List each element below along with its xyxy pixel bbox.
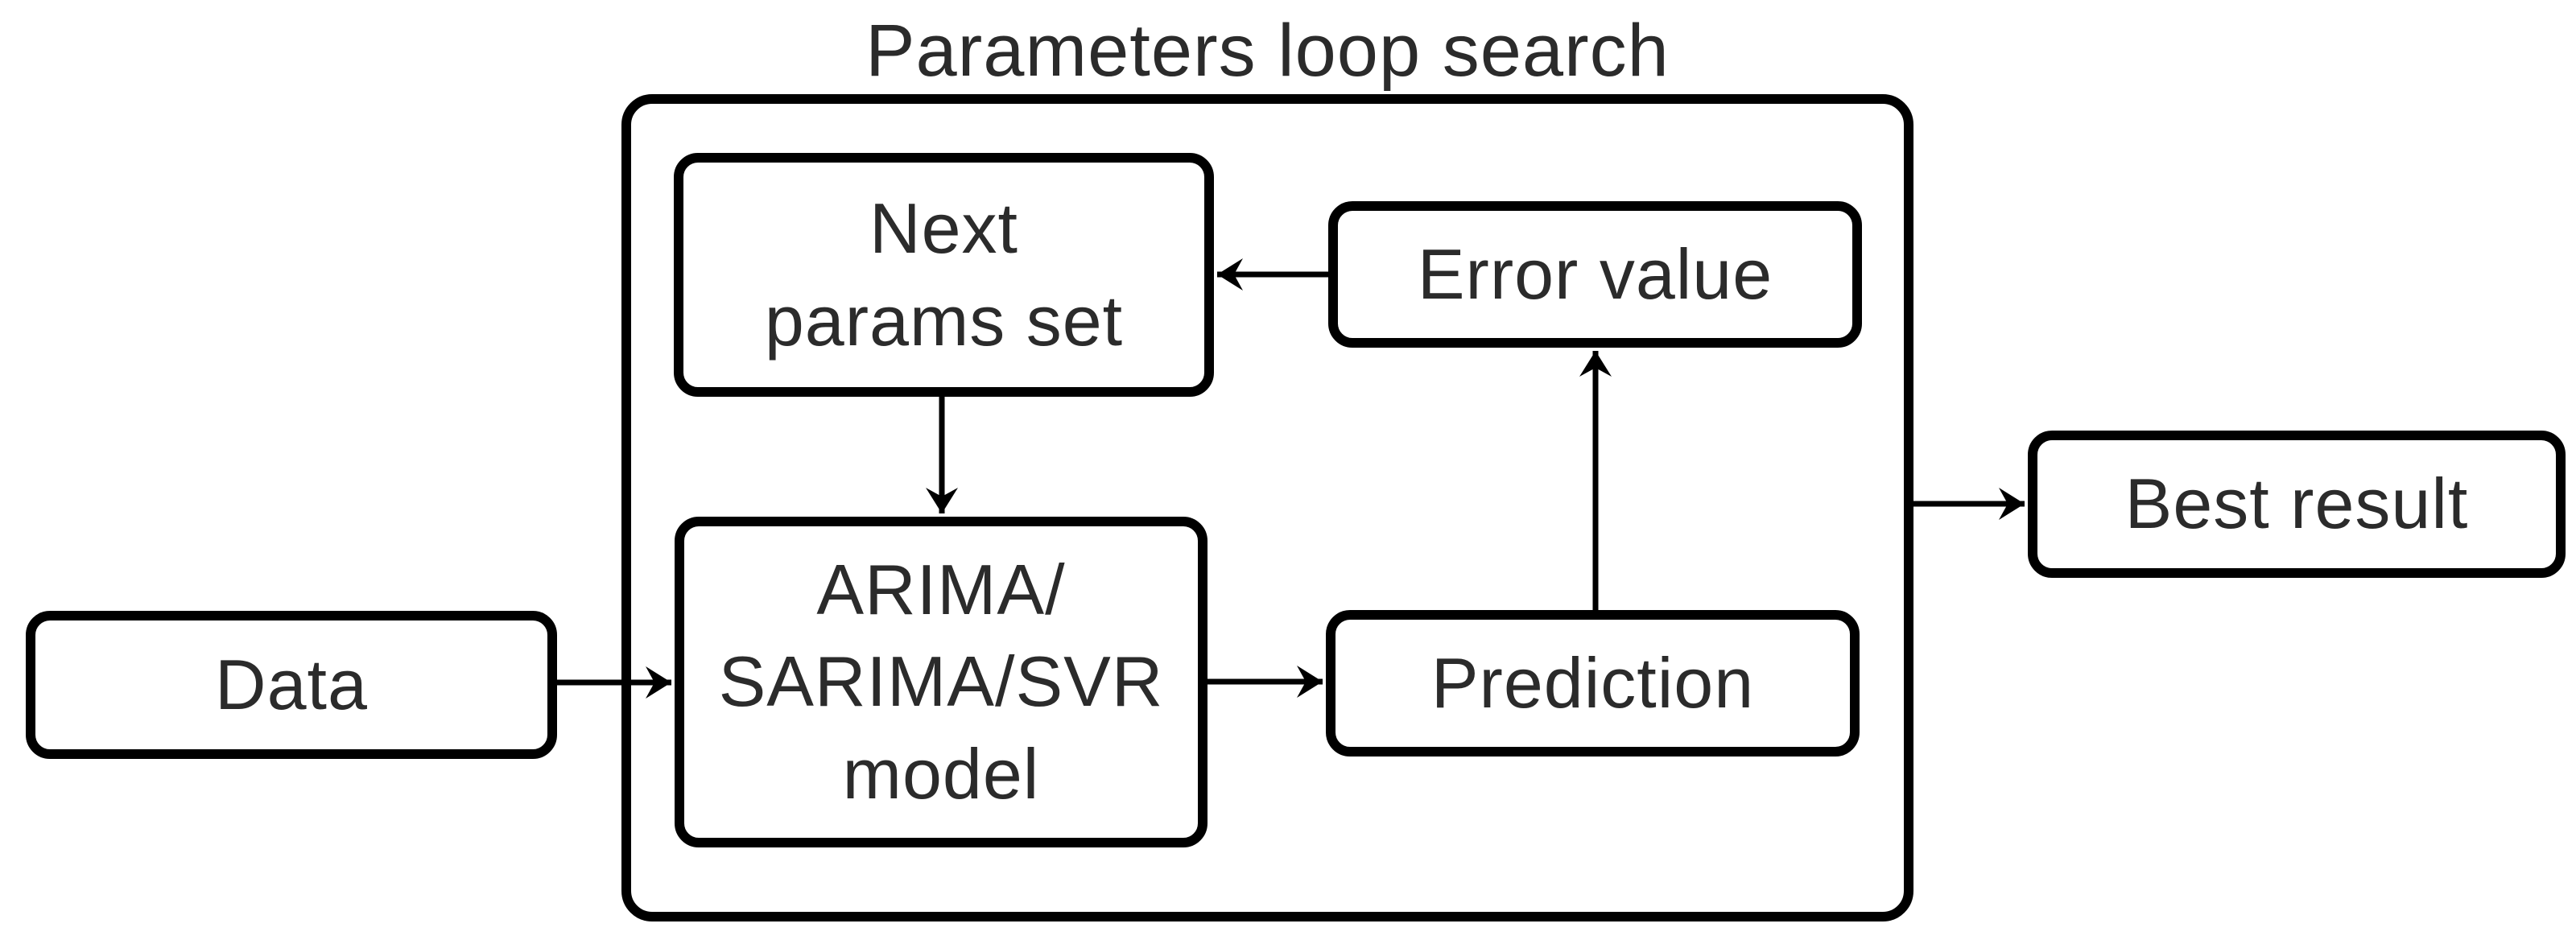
node-best-result: Best result	[2028, 431, 2566, 578]
node-next-params-set: Next params set	[674, 153, 1214, 397]
node-arima-sarima-svr-model: ARIMA/ SARIMA/SVR model	[675, 517, 1208, 847]
node-prediction: Prediction	[1326, 610, 1860, 757]
node-data: Data	[26, 611, 557, 759]
node-error-value: Error value	[1328, 201, 1862, 348]
diagram-title: Parameters loop search	[865, 9, 1670, 92]
